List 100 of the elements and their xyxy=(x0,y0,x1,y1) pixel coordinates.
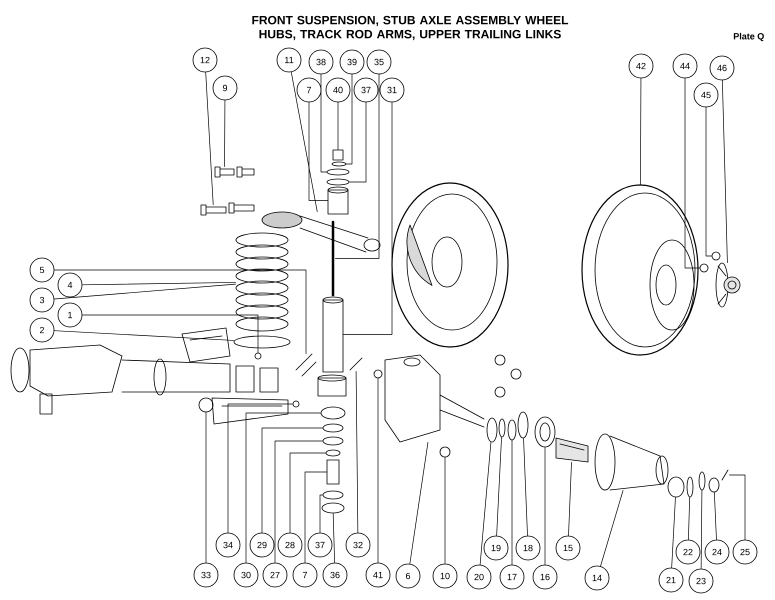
washer xyxy=(326,450,340,456)
leader-line xyxy=(224,100,226,167)
trailing-link xyxy=(262,212,380,252)
washer xyxy=(322,502,344,514)
washer xyxy=(320,406,346,420)
leader-line xyxy=(304,472,327,563)
bolt xyxy=(200,204,226,216)
bush xyxy=(326,460,340,484)
nut xyxy=(198,398,214,412)
leader-line xyxy=(320,494,323,533)
leader-line xyxy=(714,492,717,540)
callout-number: 32 xyxy=(346,532,370,558)
callout-number: 39 xyxy=(340,50,364,74)
leader-line xyxy=(228,404,293,533)
leader-line xyxy=(568,462,572,536)
callout-number: 36 xyxy=(322,562,348,588)
leader-line xyxy=(290,452,326,533)
callout-number: 7 xyxy=(296,78,322,102)
leader-line xyxy=(722,80,728,263)
nut xyxy=(332,150,344,160)
callout-number: 24 xyxy=(704,540,730,564)
leader-line xyxy=(671,497,676,568)
leader-line xyxy=(640,78,642,185)
spring-bracket-drawing xyxy=(182,328,230,362)
callout-number: 28 xyxy=(278,532,302,558)
nut xyxy=(510,368,522,380)
leader-line xyxy=(205,72,214,205)
bearing xyxy=(668,476,684,498)
callout-number: 45 xyxy=(694,82,718,108)
pin xyxy=(350,358,362,370)
callout-number: 30 xyxy=(234,562,258,588)
leader-line xyxy=(54,270,306,354)
leader-line xyxy=(262,428,323,533)
wheel-nut xyxy=(712,252,720,260)
bolt-head xyxy=(254,352,262,360)
washer xyxy=(326,168,350,176)
leader-line xyxy=(54,330,234,341)
callout-number: 15 xyxy=(556,536,580,560)
bolt xyxy=(214,166,234,178)
leader-line xyxy=(409,442,428,564)
differential-housing-drawing xyxy=(10,344,122,414)
rod xyxy=(332,220,334,296)
grease-nipple xyxy=(374,370,382,378)
nut xyxy=(494,354,506,366)
leader-line xyxy=(82,282,236,286)
split-pin xyxy=(722,470,728,480)
callout-number: 38 xyxy=(308,50,334,74)
leader-line xyxy=(246,412,321,563)
callout-number: 5 xyxy=(30,258,54,282)
callout-number: 44 xyxy=(672,54,698,78)
lower-arm-drawing xyxy=(212,398,288,424)
washer xyxy=(698,472,706,490)
callout-number: 41 xyxy=(366,562,390,588)
callout-number: 4 xyxy=(58,272,82,298)
swivel-pillar-drawing xyxy=(384,354,484,442)
callout-number: 10 xyxy=(432,564,458,588)
callout-number: 14 xyxy=(584,566,610,590)
washer xyxy=(332,162,346,166)
brake-drum-drawing xyxy=(581,184,699,356)
nut xyxy=(440,446,450,458)
leader-line xyxy=(688,497,690,540)
callout-number: 2 xyxy=(30,318,54,342)
callout-number: 1 xyxy=(58,302,82,328)
leader-line xyxy=(729,474,746,540)
leader-line xyxy=(523,438,528,536)
leader-line xyxy=(308,102,328,201)
bolt xyxy=(228,202,254,214)
bush xyxy=(328,186,348,214)
callout-number: 42 xyxy=(628,54,654,78)
axle-tube-drawing xyxy=(122,358,230,396)
leader-line xyxy=(343,102,392,335)
leader-line xyxy=(444,457,446,564)
bush xyxy=(236,366,254,392)
nut xyxy=(708,478,720,492)
grease-nipple xyxy=(292,400,300,408)
callout-number: 46 xyxy=(710,56,734,80)
callout-number: 37 xyxy=(354,78,378,102)
callout-number: 27 xyxy=(262,562,288,588)
spring-seat xyxy=(234,336,290,348)
link-arm xyxy=(296,354,316,376)
callout-number: 25 xyxy=(732,540,758,564)
callout-number: 33 xyxy=(194,562,218,588)
callout-number: 12 xyxy=(192,48,218,72)
bush xyxy=(260,368,278,392)
callout-number: 23 xyxy=(688,568,714,594)
callout-number: 17 xyxy=(500,564,524,590)
leader-line xyxy=(332,513,335,563)
leader-line xyxy=(335,74,380,259)
washer xyxy=(326,178,350,186)
leader-line xyxy=(496,437,502,536)
wheel-nut xyxy=(700,264,708,272)
callout-number: 16 xyxy=(532,564,558,590)
callout-number: 29 xyxy=(250,532,274,558)
callout-number: 34 xyxy=(216,532,240,558)
coil-spring xyxy=(236,232,288,332)
bearing-cone xyxy=(556,438,588,462)
washer xyxy=(508,420,516,440)
callout-number: 31 xyxy=(380,78,404,102)
washer xyxy=(322,424,344,432)
washer xyxy=(322,490,344,500)
